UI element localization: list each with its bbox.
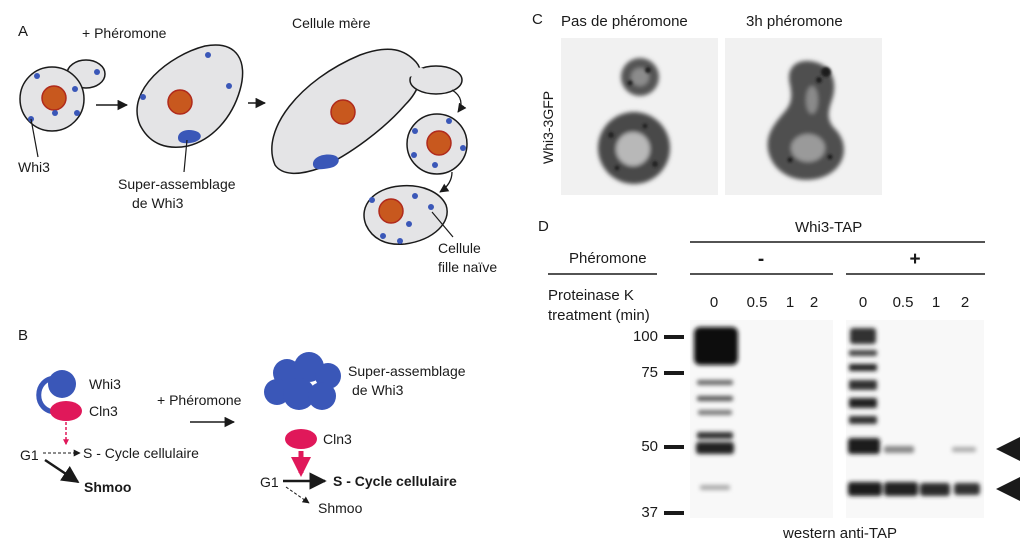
naive-daughter-cell	[363, 184, 448, 246]
budding-cell	[19, 59, 106, 132]
nucleus	[330, 99, 356, 125]
panel-d: D Whi3-TAP Phéromone - + Proteinase K tr…	[538, 218, 1020, 542]
mother-cell-label: Cellule mère	[292, 15, 371, 31]
plus-label: +	[909, 249, 920, 270]
treatment-label-1: Proteinase K	[548, 287, 634, 304]
lane-label: 0.5	[747, 294, 768, 311]
lane-label: 2	[961, 294, 969, 311]
mw-markers: 100 75 50 37	[633, 328, 684, 521]
band-pointer-upper	[996, 437, 1020, 461]
mw-marker-tick	[664, 511, 684, 515]
superassembly-label-b-1: Super-assemblage	[348, 363, 466, 379]
lane-labels: 0 0.5 1 2 0 0.5 1 2	[710, 294, 969, 311]
mw-marker-label: 75	[641, 364, 658, 381]
panel-b-letter: B	[18, 327, 28, 344]
lane-label: 1	[786, 294, 794, 311]
construct-label: Whi3-TAP	[795, 219, 862, 236]
pheromone-cell	[136, 44, 244, 148]
whi3-label-b: Whi3	[89, 376, 121, 392]
mother-cell	[271, 48, 463, 174]
treatment-label-2: treatment (min)	[548, 307, 650, 324]
mw-marker-tick	[664, 335, 684, 339]
lane-label: 0.5	[893, 294, 914, 311]
nucleus	[41, 85, 67, 111]
cln3-label-b-right: Cln3	[323, 431, 352, 447]
shmoo-label-b: Shmoo	[84, 479, 131, 495]
g1-label-b-right: G1	[260, 474, 279, 490]
whi3-dots	[411, 118, 466, 168]
panel-a: A + Phéromone Cellule mère Whi3	[18, 15, 497, 275]
lane-label: 1	[932, 294, 940, 311]
micrograph-no-pheromone	[561, 38, 718, 195]
nucleus	[167, 89, 193, 115]
mw-marker-tick	[664, 371, 684, 375]
pheromone-label-b: + Phéromone	[157, 392, 242, 408]
mw-marker-label: 100	[633, 328, 658, 345]
whi3-superassembly	[312, 154, 339, 170]
daughter-label-1: Cellule	[438, 240, 481, 256]
cln3-protein	[50, 401, 82, 421]
pheromone-label-a: + Phéromone	[82, 25, 167, 41]
western-blot-plus	[846, 320, 984, 518]
g1-label-b: G1	[20, 447, 39, 463]
lane-label: 0	[859, 294, 867, 311]
whi3-superassembly-cloud	[264, 352, 341, 410]
panel-c-letter: C	[532, 11, 543, 28]
nucleus	[426, 130, 452, 156]
panel-b: B Whi3 Cln3 G1 S - Cycle cellulaire Shmo…	[18, 327, 466, 516]
nucleus	[378, 198, 404, 224]
whi3-dots	[28, 69, 100, 122]
pheromone-label-d: Phéromone	[569, 250, 647, 267]
superassembly-label-a-2: de Whi3	[132, 195, 184, 211]
panel-d-letter: D	[538, 218, 549, 235]
whi3-superassembly	[178, 130, 201, 144]
superassembly-label-b-2: de Whi3	[352, 382, 404, 398]
cln3-protein-free	[285, 429, 317, 449]
stain-label: Whi3-3GFP	[540, 91, 556, 164]
panel-a-letter: A	[18, 23, 28, 40]
band-pointer-lower	[996, 477, 1020, 501]
mw-marker-label: 37	[641, 504, 658, 521]
s-phase-label-b: S - Cycle cellulaire	[83, 445, 199, 461]
mw-marker-label: 50	[641, 438, 658, 455]
lane-label: 0	[710, 294, 718, 311]
no-pheromone-label: Pas de phéromone	[561, 13, 688, 30]
superassembly-label-a-1: Super-assemblage	[118, 176, 236, 192]
whi3-label-a: Whi3	[18, 159, 50, 175]
whi3-dots	[369, 193, 434, 244]
s-phase-label-b-right: S - Cycle cellulaire	[333, 473, 457, 489]
mw-marker-tick	[664, 445, 684, 449]
pheromone-3h-label: 3h phéromone	[746, 13, 843, 30]
lane-label: 2	[810, 294, 818, 311]
blot-footer-label: western anti-TAP	[782, 525, 897, 542]
minus-label: -	[758, 249, 764, 270]
whi3-dots	[140, 52, 232, 100]
western-blot-minus	[690, 320, 833, 518]
bud-cell	[406, 113, 468, 175]
daughter-label-2: fille naïve	[438, 259, 497, 275]
cln3-label-b: Cln3	[89, 403, 118, 419]
panel-c: C Pas de phéromone 3h phéromone Whi3-3GF…	[532, 11, 882, 195]
whi3-protein	[48, 370, 76, 398]
shmoo-label-b-right: Shmoo	[318, 500, 363, 516]
micrograph-3h-pheromone	[725, 38, 882, 195]
